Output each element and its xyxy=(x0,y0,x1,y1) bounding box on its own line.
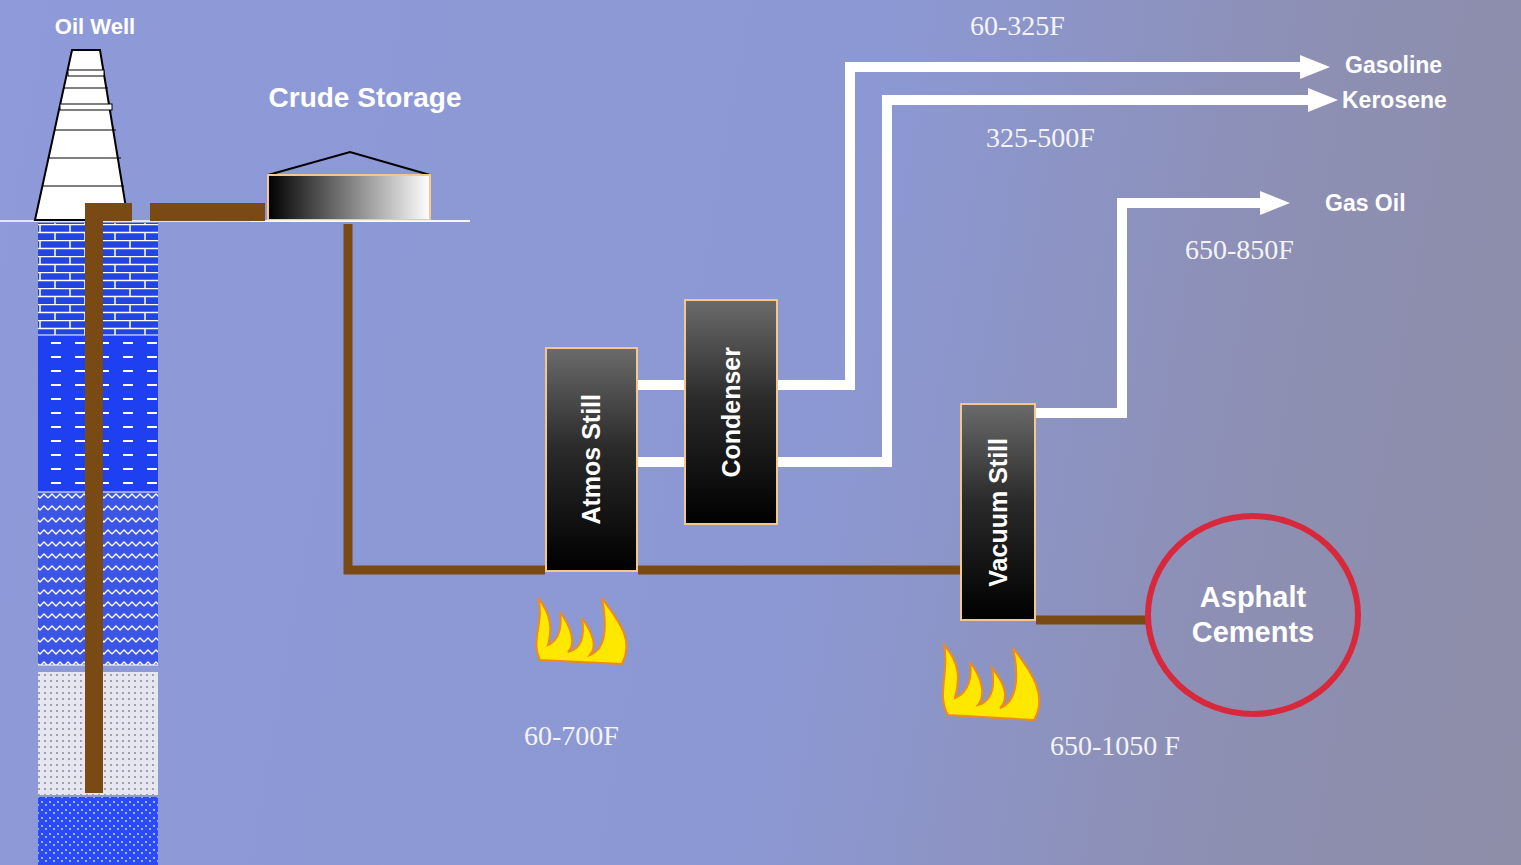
unit-label: Atmos Still xyxy=(577,394,606,525)
pipe-line xyxy=(638,380,684,390)
node-label: Crude Storage xyxy=(265,80,465,115)
crude-storage: Crude Storage xyxy=(265,80,465,222)
temperature-range: 60-325F xyxy=(970,10,1065,42)
atmos-still: Atmos Still xyxy=(545,347,638,572)
product-name: Kerosene xyxy=(1342,87,1447,114)
pipe-connector xyxy=(638,462,684,463)
oil-well: Oil Well xyxy=(40,14,150,222)
node-label: Asphalt Cements xyxy=(1164,580,1342,650)
temperature-range: 650-1050 F xyxy=(1050,730,1180,762)
pipe-connector xyxy=(1036,620,1148,621)
pipe-connector xyxy=(638,385,684,386)
pipe-connector xyxy=(150,212,265,213)
pipe-line xyxy=(638,457,684,467)
pipe-connector xyxy=(348,224,545,570)
temperature-range: 325-500F xyxy=(986,122,1095,154)
temperature-range: 650-850F xyxy=(1185,234,1294,266)
pipe-line xyxy=(1036,616,1148,625)
condenser: Condenser xyxy=(684,299,778,525)
pipe-connector xyxy=(638,570,960,571)
pipe-line xyxy=(348,224,545,570)
unit-label: Condenser xyxy=(717,347,746,478)
temperature-range: 60-700F xyxy=(524,720,619,752)
unit-label: Vacuum Still xyxy=(984,438,1013,587)
pipe-line xyxy=(638,566,960,575)
product-name: Gas Oil xyxy=(1325,190,1406,217)
circle-outline xyxy=(1148,516,1358,714)
vacuum-still: Vacuum Still xyxy=(960,403,1036,621)
circle-outline xyxy=(1144,512,1362,718)
asphalt-circle: Asphalt Cements xyxy=(1144,512,1362,718)
product-name: Gasoline xyxy=(1345,52,1442,79)
node-label: Oil Well xyxy=(40,14,150,40)
pipe-line xyxy=(150,203,265,221)
